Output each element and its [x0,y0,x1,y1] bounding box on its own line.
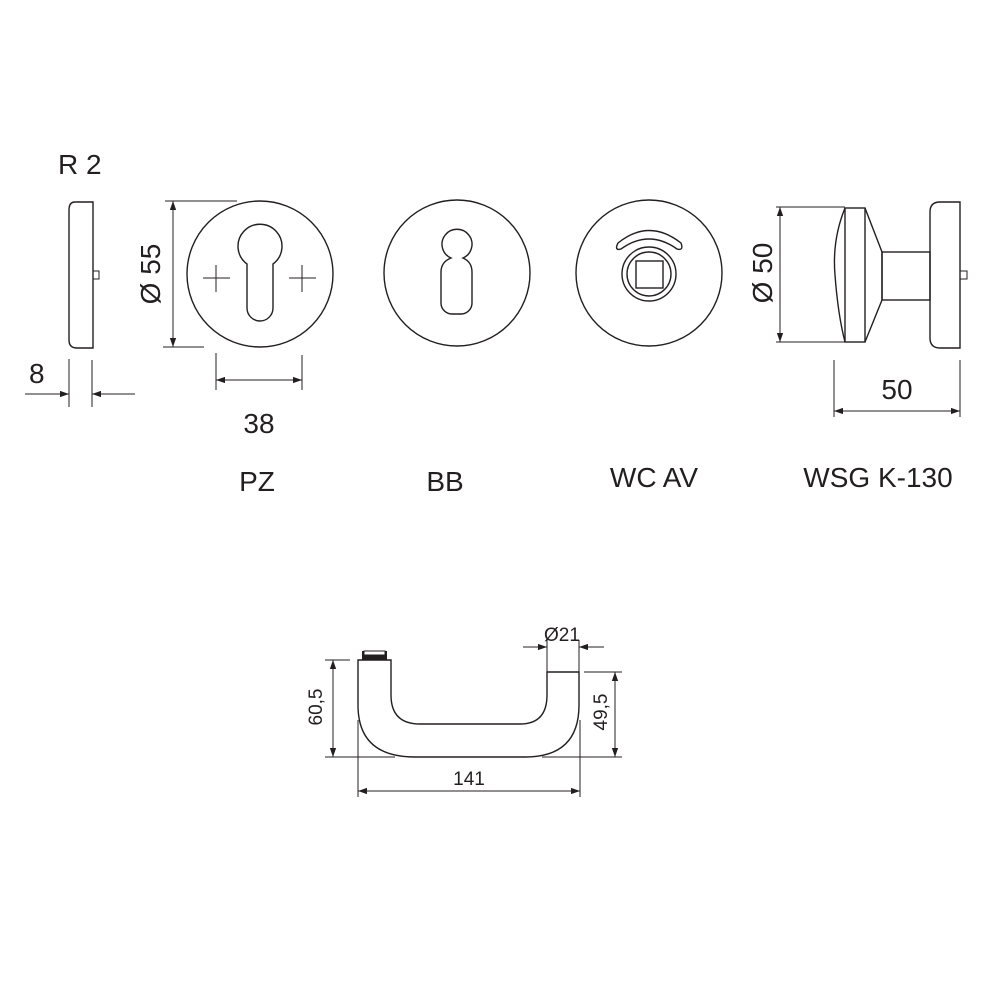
diameter-50-label: Ø 50 [747,243,778,304]
diameter-21-label: Ø21 [544,625,580,646]
lever-handle: 60,5 49,5 141 Ø21 [306,625,622,797]
wc-av-label: WC AV [610,462,698,493]
rosette-pz: Ø 55 38 PZ [135,200,334,497]
width-38-label: 38 [243,408,274,439]
depth-50-label: 50 [881,374,912,405]
radius-label: R 2 [58,149,102,180]
height-right-label: 49,5 [591,694,612,731]
pz-label: PZ [239,466,275,497]
knob-wsg: Ø 50 50 WSG K-130 [747,201,968,493]
length-label: 141 [453,769,485,790]
wsg-label: WSG K-130 [803,462,952,493]
thickness-label: 8 [29,358,45,389]
diameter-55-label: Ø 55 [135,244,166,305]
bb-label: BB [426,466,463,497]
rosette-side-view: R 2 8 [25,149,135,407]
rosette-wc: WC AV [575,199,723,493]
height-left-label: 60,5 [306,689,327,726]
rosette-bb: BB [383,199,531,497]
